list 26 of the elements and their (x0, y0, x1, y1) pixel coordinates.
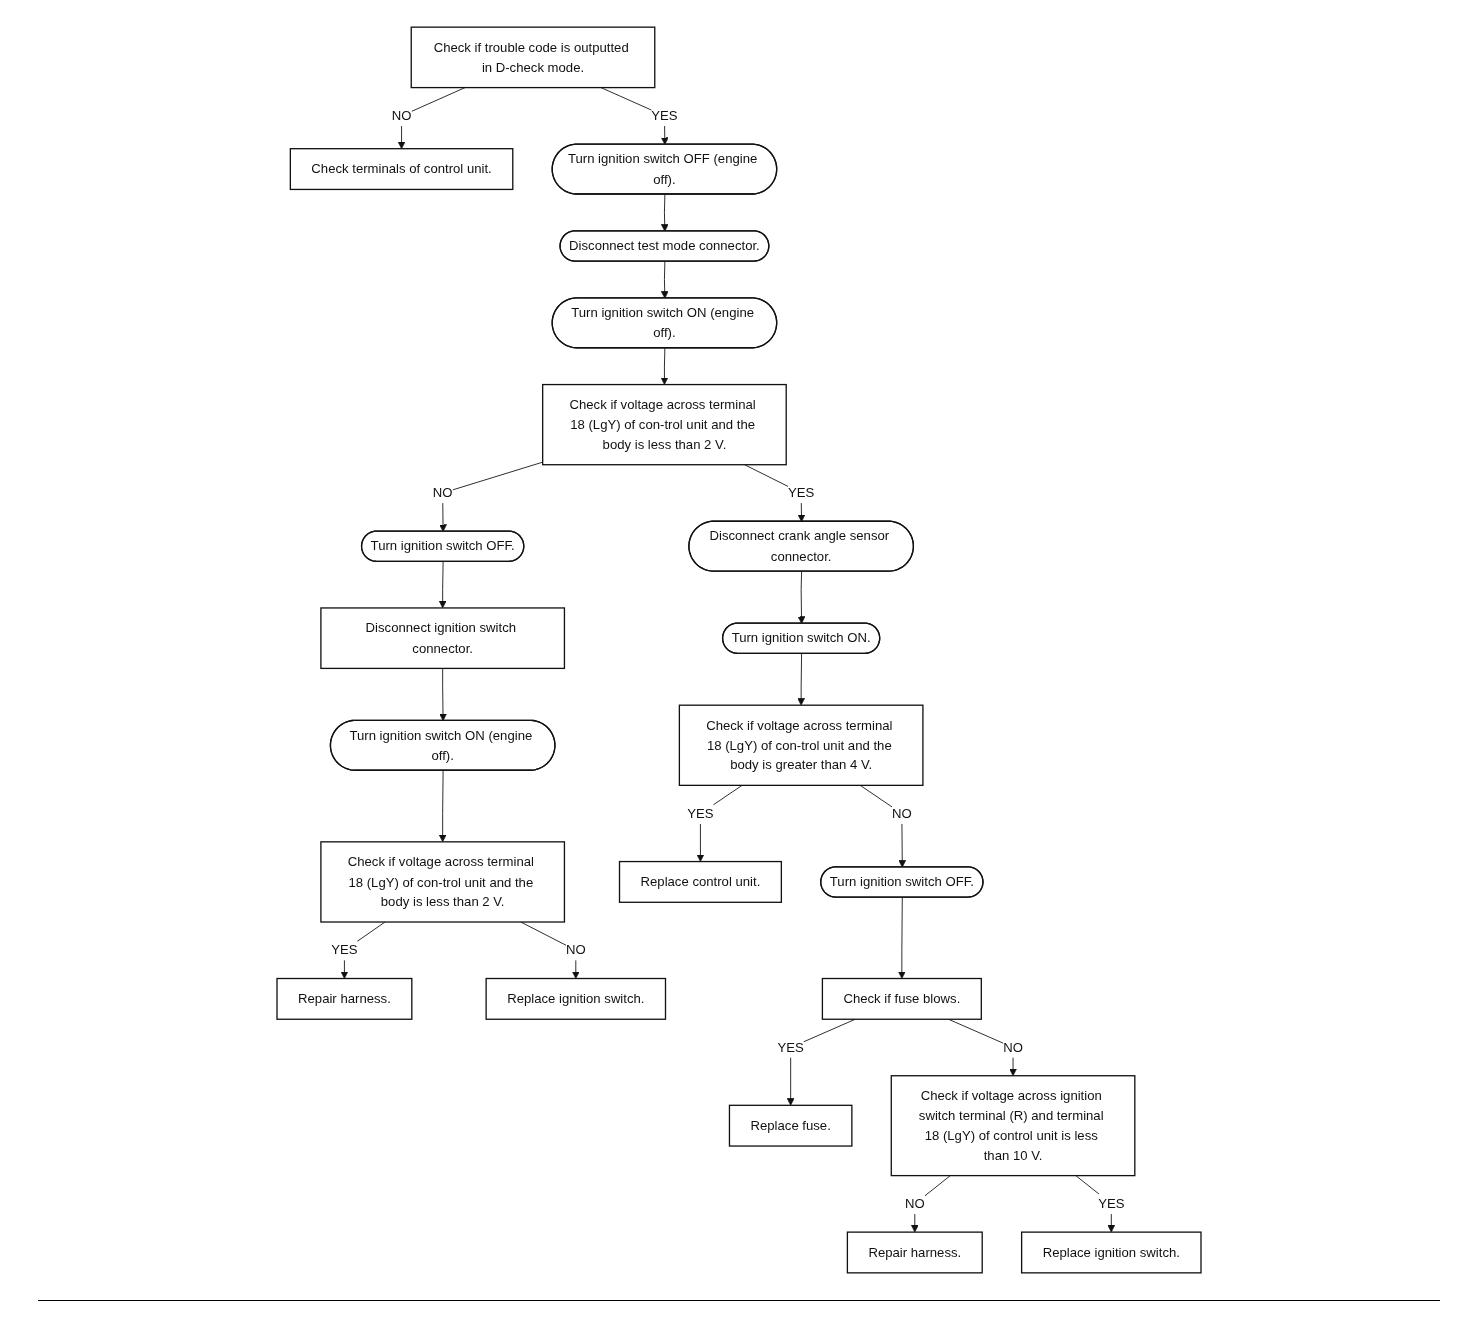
node-box: Check if voltage across terminal 18 (LgY) of con-trol unit and the body is greater than 4 V. (678, 704, 924, 786)
edge-label: NO (904, 1195, 925, 1211)
node-box: Check if trouble code is outputted in D-check mode. (410, 26, 655, 89)
node-box: Check if voltage across terminal 18 (LgY) of con-trol unit and the body is less than 2 V. (541, 383, 787, 466)
node-box: Check if voltage across terminal 18 (LgY) of con-trol unit and the body is less than 2 V. (319, 841, 565, 923)
node-box: Replace control unit. (618, 860, 782, 903)
node-box: Check terminals of control unit. (289, 148, 513, 191)
edge-label: YES (1097, 1195, 1124, 1211)
node-box: Replace ignition switch. (484, 977, 666, 1020)
node-box: Replace ignition switch. (1020, 1231, 1202, 1274)
node-box: Check if fuse blows. (821, 977, 982, 1020)
node-box: Check if voltage across ignition switch terminal (R) and terminal 18 (LgY) of control unit is less than 10 V. (890, 1075, 1135, 1177)
edge-label: NO (565, 942, 586, 958)
edge-label: YES (787, 484, 814, 500)
edge-label: NO (432, 484, 453, 500)
node-box: Disconnect ignition switch connector. (319, 607, 565, 670)
edge-label: YES (650, 107, 678, 123)
node-box: Replace fuse. (728, 1104, 852, 1147)
node-box: Repair harness. (846, 1231, 983, 1274)
edge-label: YES (686, 805, 714, 821)
node-box: Repair harness. (275, 977, 412, 1020)
edge-label: YES (777, 1039, 804, 1055)
edge-label: NO (1002, 1039, 1023, 1055)
edge-label: NO (391, 107, 411, 123)
edge-label: YES (330, 942, 358, 958)
edge-label: NO (891, 805, 912, 821)
